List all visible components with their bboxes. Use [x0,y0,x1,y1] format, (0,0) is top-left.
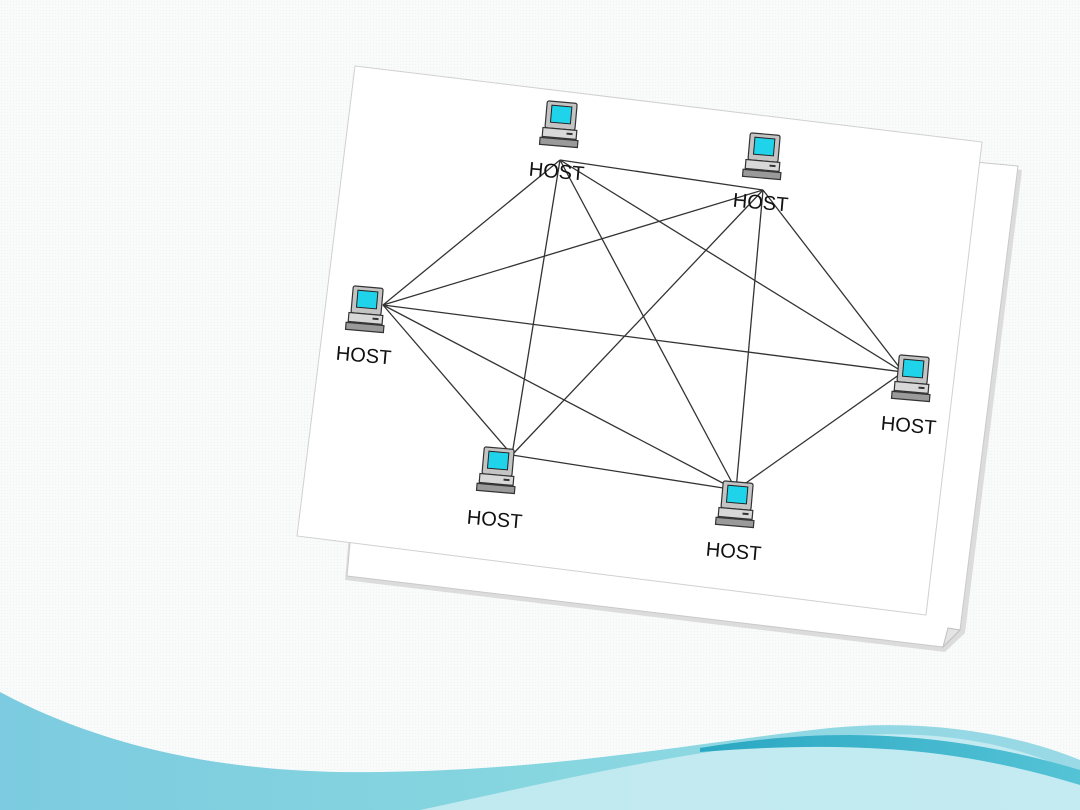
link-host-top-right-to-host-left [382,189,764,306]
link-host-top-right-to-host-bottom-right [735,189,764,491]
link-host-top-left-to-host-top-right [559,159,764,191]
host-label: HOST [528,159,585,186]
computer-icon [890,354,931,403]
link-host-left-to-host-right [382,304,904,373]
computer-icon [344,285,385,334]
link-host-top-left-to-host-bottom-left [511,159,561,456]
link-host-right-to-host-bottom-right [735,371,904,491]
computer-icon [741,132,782,181]
host-label: HOST [880,413,937,440]
host-node-host-top-right: HOST [732,132,789,216]
link-host-left-to-host-bottom-left [382,304,513,456]
link-host-top-right-to-host-right [762,189,904,373]
network-links [382,159,904,491]
host-node-host-top-left: HOST [528,100,585,185]
host-label: HOST [705,539,762,566]
host-node-host-bottom-right: HOST [705,480,762,565]
link-host-top-left-to-host-left [382,159,561,306]
link-host-left-to-host-bottom-right [382,304,737,491]
front-paper-sheet [296,65,983,616]
host-label: HOST [732,190,789,217]
computer-icon [475,446,516,495]
computer-icon [714,480,755,529]
link-host-top-left-to-host-bottom-right [559,159,737,491]
link-host-top-left-to-host-right [559,159,904,373]
host-node-host-left: HOST [335,285,392,369]
host-label: HOST [335,343,392,370]
link-host-bottom-left-to-host-bottom-right [511,454,737,491]
host-label: HOST [466,507,523,534]
host-node-host-right: HOST [880,354,937,439]
host-node-host-bottom-left: HOST [466,446,523,533]
link-host-top-right-to-host-bottom-left [511,189,764,456]
bottom-wave-decoration [0,692,1080,810]
network-hosts: HOST HOST HOST HOST HOST HOST [335,100,937,565]
computer-icon [538,100,579,149]
